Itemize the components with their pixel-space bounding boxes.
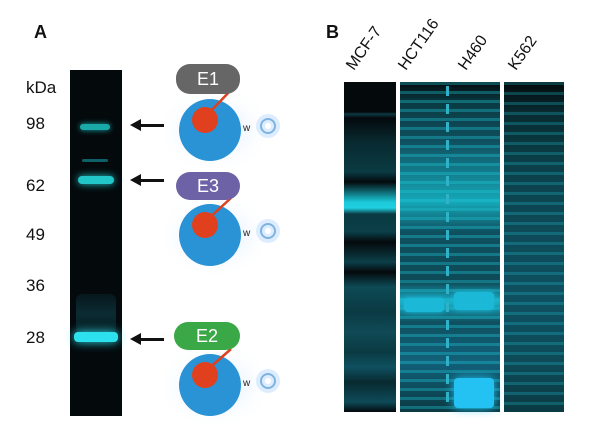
arrow-right-icon (130, 333, 164, 345)
panel-b-letter: B (326, 22, 339, 42)
enzyme-e1-label: E1 (176, 64, 240, 94)
band-h460-28 (454, 292, 494, 310)
e1-conjugate-diagram: w (165, 85, 280, 175)
lane-label-h460: H460 (455, 32, 492, 74)
lane-label-mcf7: MCF-7 (343, 23, 386, 74)
gel-lane-k562 (504, 82, 564, 412)
band-28 (74, 332, 118, 342)
arrow-right-icon (130, 119, 164, 131)
band-62 (78, 176, 114, 184)
kda-label: kDa (26, 78, 57, 97)
enzyme-e2-label: E2 (174, 322, 240, 350)
gel-lanes-hct116-h460 (400, 82, 500, 412)
band-98 (80, 124, 110, 130)
svg-text:w: w (242, 123, 251, 134)
lane-label-hct116: HCT116 (395, 15, 443, 74)
gel-lane-mcf7 (344, 82, 396, 412)
panel-a-letter: A (34, 22, 47, 42)
marker-36: 36 (26, 276, 45, 295)
e3-conjugate-diagram: w (165, 190, 280, 280)
marker-49: 49 (26, 225, 45, 244)
gel-lane-a (70, 70, 122, 416)
svg-text:w: w (242, 378, 251, 389)
conjugate-schematics: w w w (165, 85, 280, 430)
lane-label-k562: K562 (505, 33, 541, 74)
band-h460-bottom (454, 378, 494, 408)
marker-62: 62 (26, 176, 45, 195)
arrow-right-icon (130, 174, 164, 186)
marker-98: 98 (26, 114, 45, 133)
marker-28: 28 (26, 328, 45, 347)
band-minor (82, 159, 108, 162)
e2-conjugate-diagram: w (165, 340, 280, 430)
band-hct116-28 (404, 298, 444, 312)
smear-region (76, 294, 116, 334)
lane-divider-dashed (446, 86, 449, 408)
svg-text:w: w (242, 228, 251, 239)
enzyme-e3-label: E3 (176, 172, 240, 200)
